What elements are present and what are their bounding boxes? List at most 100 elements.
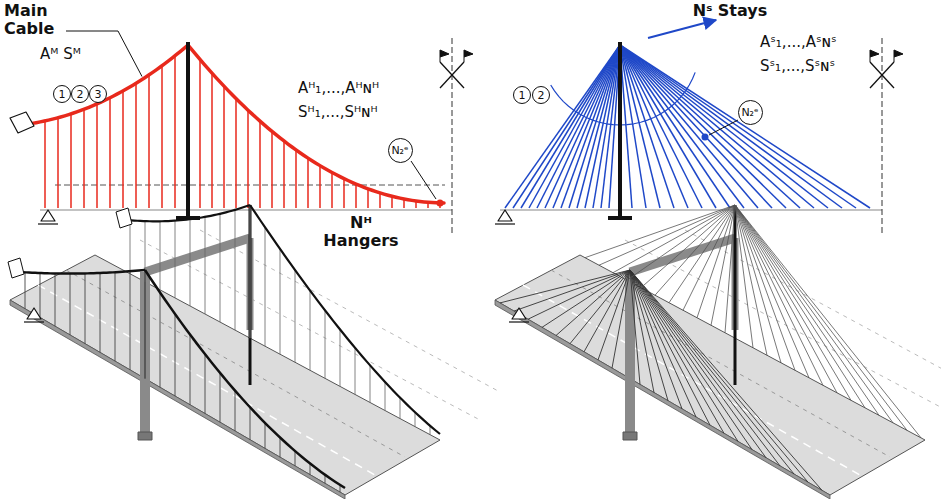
callout-number: N₂ᵉ: [391, 145, 408, 156]
main-cable: [128, 205, 250, 221]
tower-footing: [623, 432, 637, 440]
hanger: [355, 184, 357, 208]
stay-cable: [620, 45, 772, 208]
hanger: [57, 118, 59, 208]
hanger: [130, 220, 131, 274]
hanger: [175, 314, 176, 396]
hanger: [259, 121, 261, 208]
callout-number: N₂ᵉ: [741, 107, 758, 118]
stay-cable: [735, 205, 781, 363]
hanger: [100, 273, 101, 352]
hanger: [205, 217, 206, 314]
stay-cable: [735, 205, 865, 408]
hanger: [343, 179, 345, 208]
lane-mark: [625, 240, 941, 420]
stay-cable: [711, 205, 735, 325]
symmetry-cross: [440, 62, 464, 88]
node-dot: [702, 134, 709, 141]
hanger: [55, 273, 56, 326]
stay-cable: [630, 270, 780, 466]
hanger: [130, 271, 131, 370]
stay-cable: [561, 45, 620, 208]
hanger: [250, 205, 251, 338]
stay-cable: [735, 205, 823, 385]
leader-line: [709, 120, 738, 135]
stay-cable: [598, 270, 630, 360]
stay-cable: [570, 270, 630, 344]
symbol-label: Aˢ₁,...,Aˢɴˢ: [760, 34, 837, 51]
pin-support: [512, 308, 526, 319]
hanger: [223, 86, 225, 208]
stay-cable: [514, 270, 630, 311]
hanger: [211, 73, 213, 208]
main-cable: [145, 270, 345, 488]
callout-number: 1: [519, 90, 526, 101]
hanger: [235, 391, 236, 431]
callout-circle: N₂ᵉ: [388, 138, 413, 163]
hanger: [367, 189, 369, 208]
hanger: [400, 398, 401, 419]
hanger: [205, 354, 206, 413]
hanger: [70, 114, 72, 208]
hanger: [199, 59, 201, 208]
deck-dashed-line: [55, 185, 445, 186]
hanger: [220, 373, 221, 422]
stay-cable: [620, 45, 870, 208]
hanger: [96, 104, 98, 208]
lane-mark: [38, 285, 375, 475]
hanger: [122, 91, 124, 208]
hanger: [415, 412, 416, 426]
stay-cable: [537, 45, 620, 208]
tower: [618, 42, 622, 218]
tower-base: [608, 216, 632, 220]
stay-cable: [630, 270, 752, 450]
stay-cable: [630, 270, 808, 482]
symmetry-flag: [464, 50, 473, 62]
stay-cable: [601, 45, 620, 208]
hanger: [235, 99, 237, 208]
symmetry-axis: [882, 38, 883, 234]
hanger: [319, 166, 321, 208]
node-dot: [437, 200, 444, 207]
main-cable: [250, 205, 440, 434]
hanger: [379, 193, 381, 208]
stay-cable: [593, 45, 620, 208]
stay-cable: [612, 270, 630, 368]
stay-cable: [577, 45, 620, 208]
hanger: [145, 270, 146, 379]
stay-arc: [551, 72, 695, 125]
hanger: [310, 290, 311, 370]
part-name: Main Cable: [4, 2, 64, 39]
hanger: [161, 66, 163, 208]
hanger: [250, 407, 251, 440]
tower: [249, 205, 252, 385]
callout-number: 3: [95, 89, 102, 100]
pin-support: [41, 210, 55, 221]
symmetry-flag: [870, 50, 879, 62]
anchor-block: [10, 112, 34, 133]
callout-circle: 3: [89, 85, 107, 103]
symmetry-cross: [440, 62, 464, 88]
hanger: [295, 270, 296, 362]
stay-cable: [569, 45, 620, 208]
symmetry-flag: [440, 50, 449, 62]
hanger: [220, 214, 221, 322]
part-name: Nˢ Stays: [690, 2, 770, 20]
main-cable: [28, 45, 188, 124]
symbol-label: Sᴴ₁,...,Sᴴɴᴴ: [298, 104, 378, 121]
callout-number: 1: [59, 89, 66, 100]
stay-cable: [630, 270, 738, 441]
hanger: [109, 98, 111, 208]
stay-cable: [500, 270, 630, 303]
tower: [186, 42, 190, 218]
stay-arrow: [648, 20, 716, 38]
stay-cable: [620, 45, 842, 208]
pin-support: [27, 308, 41, 319]
hanger: [295, 451, 296, 466]
lane-mark: [200, 230, 500, 392]
stay-cable: [613, 205, 735, 273]
symmetry-flag: [894, 50, 903, 62]
stay-cable: [529, 45, 620, 208]
support-ground: [495, 223, 515, 224]
symmetry-cross: [870, 62, 894, 88]
